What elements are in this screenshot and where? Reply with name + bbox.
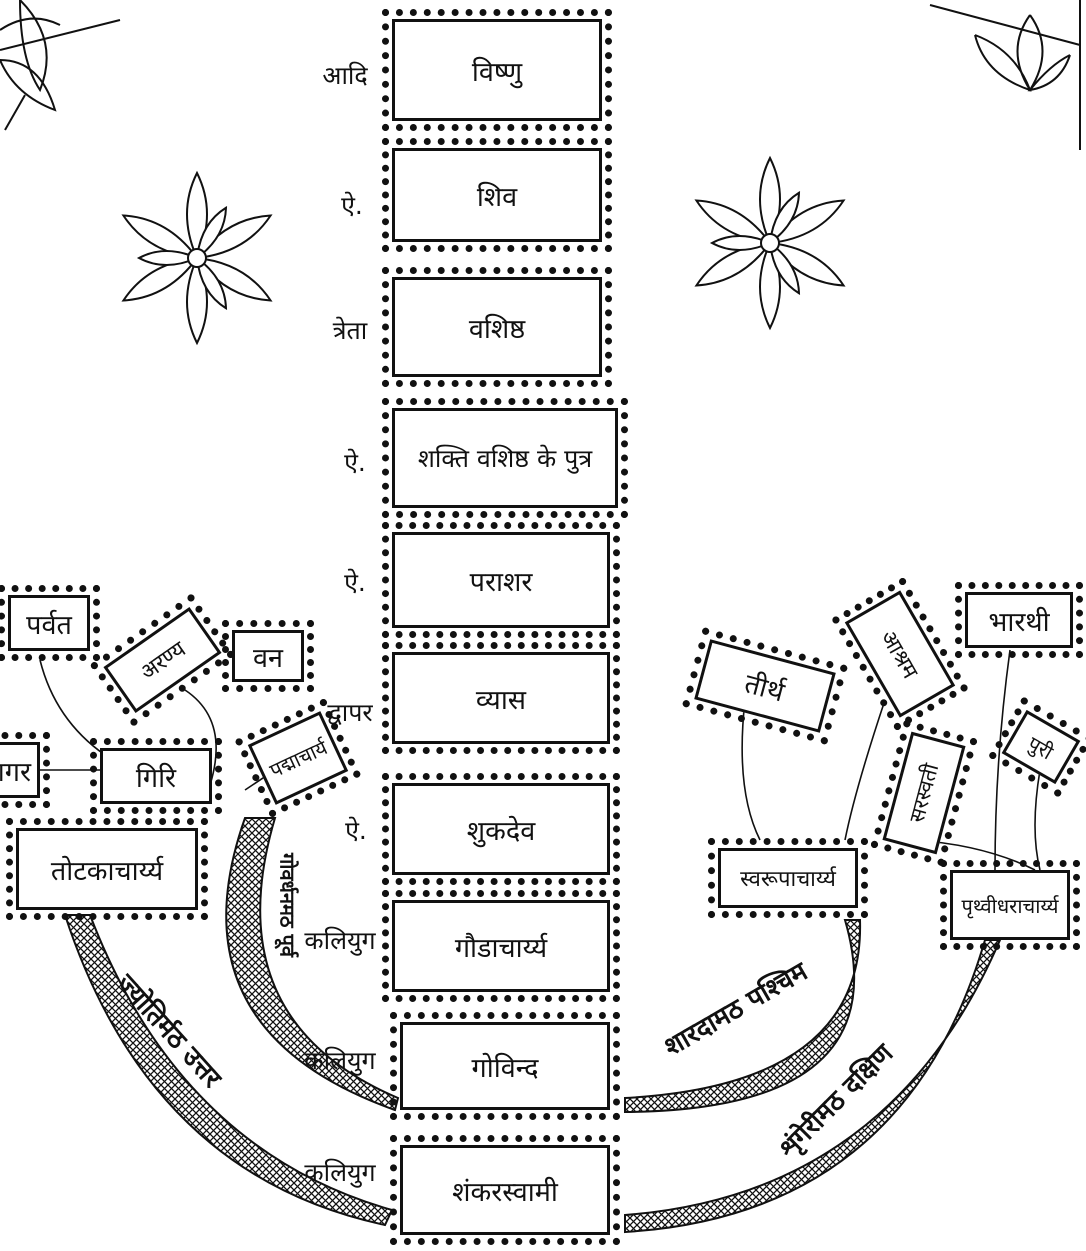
- title-box-van: वन: [232, 630, 304, 682]
- lineage-box-govind: गोविन्द: [400, 1022, 610, 1110]
- corner-ornament-right-icon: [930, 0, 1080, 150]
- title-label: पर्वत: [26, 605, 72, 642]
- era-label: ऐ.: [344, 565, 366, 599]
- lineage-box-vyas: व्यास: [392, 652, 610, 744]
- lineage-box-vashishtha: वशिष्ठ: [392, 277, 602, 377]
- title-box-parvat: पर्वत: [8, 595, 90, 651]
- disciple-box-svarupa: स्वरूपाचार्य्य: [718, 848, 858, 908]
- disciple-name: पद्माचार्य: [265, 733, 331, 783]
- era-label: कलियुग: [304, 1155, 375, 1189]
- title-box-bharti: भारथी: [965, 592, 1073, 648]
- era-label: त्रेता: [333, 313, 368, 347]
- corner-ornament-left-icon: [0, 0, 120, 130]
- math-label-east: गोवर्धनमठ पूर्व: [275, 853, 302, 957]
- title-label: वन: [253, 638, 283, 675]
- title-label: सागर: [0, 752, 31, 789]
- lineage-name: शुकदेव: [467, 811, 535, 848]
- era-label: ऐ.: [344, 445, 366, 479]
- disciple-box-prithvi: पृथ्वीधराचार्य्य: [950, 870, 1070, 940]
- title-label: गिरि: [136, 758, 176, 795]
- lineage-box-shiv: शिव: [392, 148, 602, 242]
- disciple-name: तोटकाचार्य्य: [51, 851, 163, 888]
- disciple-name: स्वरूपाचार्य्य: [740, 863, 836, 893]
- title-box-giri: गिरि: [100, 748, 212, 804]
- title-label: सरस्वती: [903, 760, 946, 825]
- lineage-box-parashar: पराशर: [392, 532, 610, 628]
- lotus-flower-right-icon: [691, 158, 848, 328]
- lineage-name: विष्णु: [472, 52, 522, 89]
- lineage-name: शिव: [477, 177, 517, 214]
- title-label: पुरी: [1024, 729, 1059, 765]
- title-label: तीर्थ: [741, 663, 789, 709]
- era-label: आदि: [322, 58, 367, 92]
- lineage-name: गोविन्द: [472, 1048, 539, 1085]
- lineage-box-gaudacharya: गौडाचार्य्य: [392, 900, 610, 992]
- lineage-name: पराशर: [470, 562, 533, 599]
- lineage-box-vishnu: विष्णु: [392, 19, 602, 121]
- era-label: ऐ.: [345, 813, 367, 847]
- lineage-name: शंकरस्वामी: [452, 1172, 558, 1209]
- disciple-name: पृथ्वीधराचार्य्य: [961, 892, 1058, 919]
- title-label: आश्रम: [874, 624, 926, 683]
- era-label: द्वापर: [327, 695, 372, 729]
- title-label: अरण्य: [134, 634, 191, 687]
- lotus-flower-left-icon: [118, 173, 275, 343]
- lineage-box-shankarswami: शंकरस्वामी: [400, 1145, 610, 1235]
- title-label: भारथी: [988, 602, 1049, 639]
- lineage-name: वशिष्ठ: [469, 309, 525, 346]
- lineage-name: व्यास: [476, 680, 526, 717]
- era-label: ऐ.: [341, 188, 363, 222]
- lineage-box-shukdev: शुकदेव: [392, 783, 610, 875]
- era-label: कलियुग: [304, 923, 375, 957]
- title-box-sagar: सागर: [0, 742, 40, 798]
- lineage-name: शक्ति वशिष्ठ के पुत्र: [418, 441, 592, 475]
- disciple-box-totaka: तोटकाचार्य्य: [16, 828, 198, 910]
- lineage-box-shakti: शक्ति वशिष्ठ के पुत्र: [392, 408, 618, 508]
- lineage-name: गौडाचार्य्य: [455, 928, 547, 965]
- era-label: कलियुग: [304, 1043, 375, 1077]
